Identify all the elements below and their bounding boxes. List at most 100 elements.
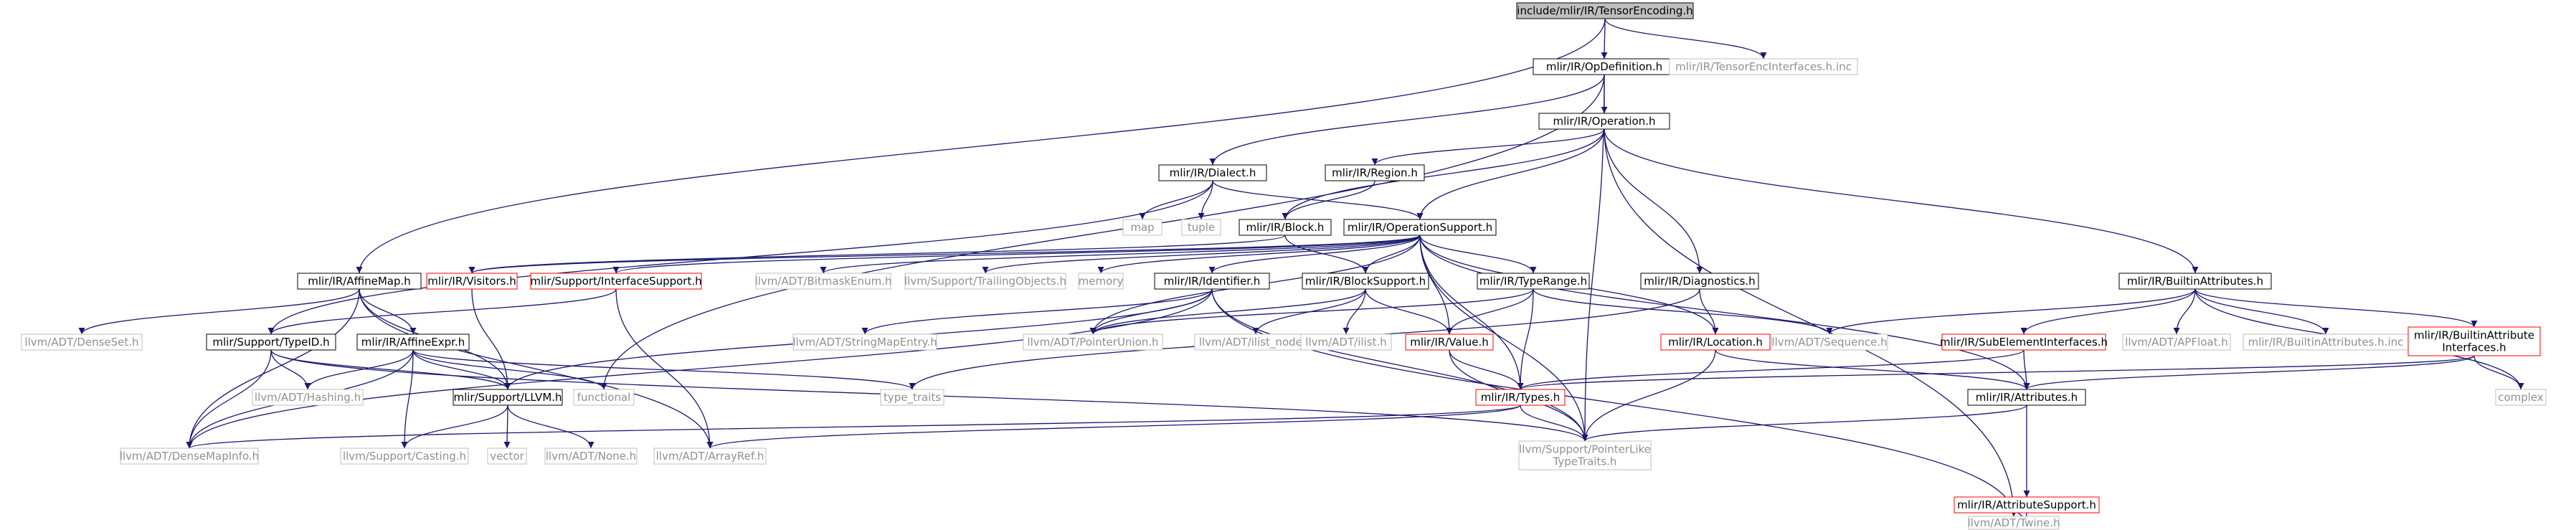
edge-dialect-to-map bbox=[1139, 180, 1213, 220]
node-map: map bbox=[1122, 219, 1162, 236]
node-visitors[interactable]: mlir/IR/Visitors.h bbox=[426, 273, 518, 290]
node-box bbox=[1941, 333, 2106, 351]
node-box bbox=[1181, 219, 1221, 236]
node-label: TypeTraits.h bbox=[1553, 455, 1617, 468]
edge-builtin_attribute_interfaces-to-complex bbox=[2473, 355, 2524, 390]
node-label: memory bbox=[1079, 275, 1124, 288]
node-sub-element-interfaces[interactable]: mlir/IR/SubElementInterfaces.h bbox=[1940, 333, 2108, 351]
edge-builtin_attributes-to-sequence bbox=[1826, 288, 2196, 335]
node-box bbox=[1518, 440, 1652, 470]
edge-interface_support-to-type_id bbox=[267, 288, 617, 335]
edge-affine_map-to-dense_set bbox=[78, 288, 360, 335]
node-label: mlir/IR/Types.h bbox=[1481, 391, 1561, 404]
node-label: llvm/ADT/None.h bbox=[546, 450, 636, 463]
node-affine-map[interactable]: mlir/IR/AffineMap.h bbox=[297, 273, 422, 290]
edge-operation_support-to-types bbox=[1419, 235, 1524, 390]
node-operation[interactable]: mlir/IR/Operation.h bbox=[1538, 113, 1670, 130]
edge-operation_support-to-identifier bbox=[1208, 235, 1421, 274]
edge-tensor_encoding-to-affine_map bbox=[356, 18, 1606, 274]
node-box bbox=[1302, 273, 1429, 290]
edge-location-to-attributes bbox=[1715, 349, 2030, 390]
node-label: map bbox=[1130, 221, 1154, 234]
node-block-support[interactable]: mlir/IR/BlockSupport.h bbox=[1302, 273, 1429, 290]
node-type-range[interactable]: mlir/IR/TypeRange.h bbox=[1477, 273, 1590, 290]
edge-diagnostics-to-location bbox=[1699, 288, 1719, 335]
node-interface-support[interactable]: mlir/Support/InterfaceSupport.h bbox=[530, 273, 702, 290]
node-ilist: llvm/ADT/ilist.h bbox=[1300, 333, 1392, 351]
node-tensor-encoding[interactable]: include/mlir/IR/TensorEncoding.h bbox=[1516, 2, 1694, 19]
edge-builtin_attribute_interfaces-to-attributes bbox=[2023, 355, 2475, 390]
edge-type_id-to-dense_map_info bbox=[186, 349, 272, 449]
edge-block_support-to-value bbox=[1365, 288, 1453, 335]
node-types[interactable]: mlir/IR/Types.h bbox=[1475, 389, 1566, 406]
node-label: include/mlir/IR/TensorEncoding.h bbox=[1517, 4, 1692, 17]
edge-operation_support-to-visitors bbox=[468, 235, 1421, 274]
node-label: mlir/IR/SubElementInterfaces.h bbox=[1940, 336, 2108, 349]
edge-operation_support-to-attributes bbox=[1419, 235, 2030, 390]
node-dense-map-info: llvm/ADT/DenseMapInfo.h bbox=[120, 448, 259, 465]
node-operation-support[interactable]: mlir/IR/OperationSupport.h bbox=[1343, 219, 1497, 236]
edge-attribute_support-to-twine bbox=[2010, 509, 2027, 519]
node-label: mlir/IR/Region.h bbox=[1332, 166, 1418, 179]
node-label: llvm/ADT/ArrayRef.h bbox=[656, 450, 764, 463]
edge-operation-to-diagnostics bbox=[1604, 128, 1703, 274]
node-tensor-enc-interfaces: mlir/IR/TensorEncInterfaces.h.inc bbox=[1669, 58, 1858, 75]
edge-affine_map-to-array_ref bbox=[359, 288, 714, 449]
node-value[interactable]: mlir/IR/Value.h bbox=[1405, 333, 1494, 351]
node-box bbox=[2118, 273, 2272, 290]
node-block[interactable]: mlir/IR/Block.h bbox=[1239, 219, 1332, 236]
node-llvm-h[interactable]: mlir/Support/LLVM.h bbox=[453, 389, 563, 406]
edge-llvm_h-to-vector bbox=[503, 404, 511, 449]
node-affine-expr[interactable]: mlir/IR/AffineExpr.h bbox=[356, 333, 470, 351]
edge-attributes-to-pointer_like_type_traits bbox=[1581, 404, 2027, 442]
node-box bbox=[1771, 333, 1888, 351]
node-label: vector bbox=[490, 450, 524, 463]
node-op-definition[interactable]: mlir/IR/OpDefinition.h bbox=[1533, 58, 1676, 75]
edge-operation-to-twine bbox=[1604, 128, 2017, 517]
node-location[interactable]: mlir/IR/Location.h bbox=[1660, 333, 1771, 351]
node-box bbox=[1023, 333, 1163, 351]
edge-operation-to-builtin_attributes bbox=[1604, 128, 2199, 274]
edge-sub_element_interfaces-to-types bbox=[1517, 349, 2025, 390]
node-box bbox=[1078, 273, 1124, 290]
node-builtin-attributes-inc: mlir/IR/BuiltinAttributes.h.inc bbox=[2243, 333, 2409, 351]
node-builtin-attributes[interactable]: mlir/IR/BuiltinAttributes.h bbox=[2118, 273, 2272, 290]
node-label: llvm/ADT/Twine.h bbox=[1967, 516, 2060, 529]
node-attribute-support[interactable]: mlir/IR/AttributeSupport.h bbox=[1954, 496, 2100, 514]
node-label: mlir/IR/Diagnostics.h bbox=[1644, 275, 1755, 288]
edge-builtin_attributes-to-builtin_attribute_interfaces bbox=[2194, 288, 2478, 328]
node-trailing-objects: llvm/Support/TrailingObjects.h bbox=[904, 273, 1066, 290]
edge-op_definition-to-dialect bbox=[1209, 74, 1605, 166]
node-box bbox=[1967, 389, 2086, 406]
node-region[interactable]: mlir/IR/Region.h bbox=[1325, 164, 1425, 181]
edge-affine_expr-to-llvm_h bbox=[412, 349, 511, 390]
edge-visitors-to-llvm_h bbox=[471, 288, 511, 390]
node-label: llvm/ADT/BitmaskEnum.h bbox=[755, 275, 892, 288]
edge-block-to-block_support bbox=[1284, 235, 1369, 274]
edge-dialect-to-tuple bbox=[1198, 180, 1213, 220]
node-type-id[interactable]: mlir/Support/TypeID.h bbox=[206, 333, 336, 351]
edge-builtin_attributes-to-apfloat bbox=[2173, 288, 2196, 335]
node-label: llvm/ADT/StringMapEntry.h bbox=[792, 336, 937, 349]
node-box bbox=[1239, 219, 1332, 236]
node-bitmask-enum: llvm/ADT/BitmaskEnum.h bbox=[755, 273, 892, 290]
node-diagnostics[interactable]: mlir/IR/Diagnostics.h bbox=[1640, 273, 1759, 290]
node-box bbox=[356, 333, 470, 351]
node-attributes[interactable]: mlir/IR/Attributes.h bbox=[1967, 389, 2086, 406]
node-box bbox=[1325, 164, 1425, 181]
node-box bbox=[1122, 219, 1162, 236]
node-label: mlir/IR/Location.h bbox=[1668, 336, 1763, 349]
edge-location-to-pointer_like_type_traits bbox=[1581, 349, 1716, 442]
node-box bbox=[297, 273, 422, 290]
node-label: llvm/ADT/Sequence.h bbox=[1771, 336, 1887, 349]
edge-block-to-visitors bbox=[468, 235, 1286, 274]
node-identifier[interactable]: mlir/IR/Identifier.h bbox=[1154, 273, 1270, 290]
node-box bbox=[453, 389, 563, 406]
node-apfloat: llvm/ADT/APFloat.h bbox=[2122, 333, 2231, 351]
dependency-edges bbox=[78, 18, 2524, 519]
node-dialect[interactable]: mlir/IR/Dialect.h bbox=[1158, 164, 1267, 181]
edge-affine_map-to-affine_expr bbox=[359, 288, 417, 335]
node-label: llvm/Support/TrailingObjects.h bbox=[904, 275, 1066, 288]
edge-type_range-to-pointer_union bbox=[1089, 288, 1534, 335]
